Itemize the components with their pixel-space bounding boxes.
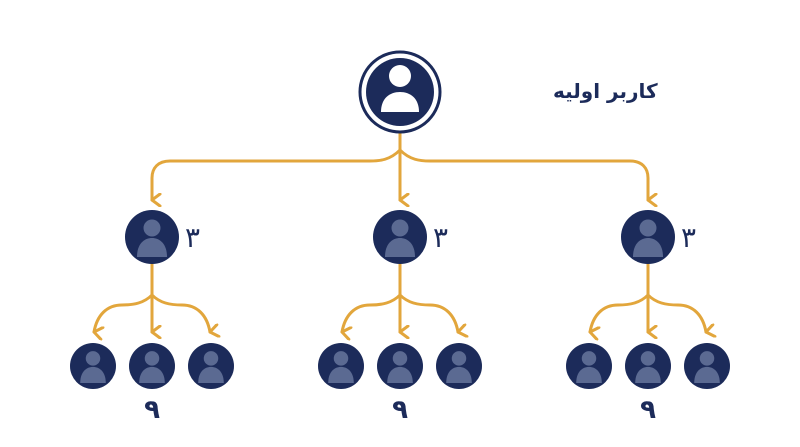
root-user-node: کاربر اولیه [358, 50, 658, 134]
level2-user-node-3 [684, 343, 730, 389]
level2-user-node-1 [318, 343, 364, 389]
connector-to-left-child [588, 293, 650, 332]
level1-group-2: ۳۹ [318, 210, 482, 425]
user-icon [446, 351, 472, 384]
connector-to-right-child [398, 293, 458, 332]
level2-connectors [92, 262, 210, 332]
level1-group-1: ۳۹ [70, 210, 234, 425]
level2-count-label: ۹ [144, 395, 160, 425]
user-icon [387, 351, 413, 384]
user-icon [576, 351, 602, 384]
connector-root-to-right [398, 148, 648, 200]
root-user-label: کاربر اولیه [553, 79, 658, 103]
connector-to-right-child [150, 293, 210, 332]
level2-user-node-1 [566, 343, 612, 389]
level2-connectors [340, 262, 458, 332]
connector-to-left-child [92, 293, 154, 332]
level1-user-node [621, 210, 675, 264]
user-icon [139, 351, 165, 384]
level2-count-label: ۹ [640, 395, 656, 425]
level1-count-label: ۳ [433, 221, 448, 254]
level2-count-label: ۹ [392, 395, 408, 425]
level2-connectors [588, 262, 706, 332]
level2-user-node-3 [436, 343, 482, 389]
level2-user-node-3 [188, 343, 234, 389]
level2-user-node-2 [625, 343, 671, 389]
user-icon [694, 351, 720, 384]
level2-user-node-1 [70, 343, 116, 389]
connector-root-to-left [150, 148, 402, 200]
user-icon [385, 219, 415, 257]
level1-user-node [373, 210, 427, 264]
user-icon [328, 351, 354, 384]
connector-to-right-child [646, 293, 706, 332]
connector-to-left-child [340, 293, 402, 332]
user-icon [633, 219, 663, 257]
level2-user-node-2 [377, 343, 423, 389]
level1-count-label: ۳ [681, 221, 696, 254]
level1-group-3: ۳۹ [566, 210, 730, 425]
user-icon [198, 351, 224, 384]
user-icon [381, 65, 419, 112]
user-icon [80, 351, 106, 384]
top-connectors [150, 131, 648, 200]
user-icon [635, 351, 661, 384]
level2-user-node-2 [129, 343, 175, 389]
level1-user-node [125, 210, 179, 264]
user-icon [137, 219, 167, 257]
level1-count-label: ۳ [185, 221, 200, 254]
